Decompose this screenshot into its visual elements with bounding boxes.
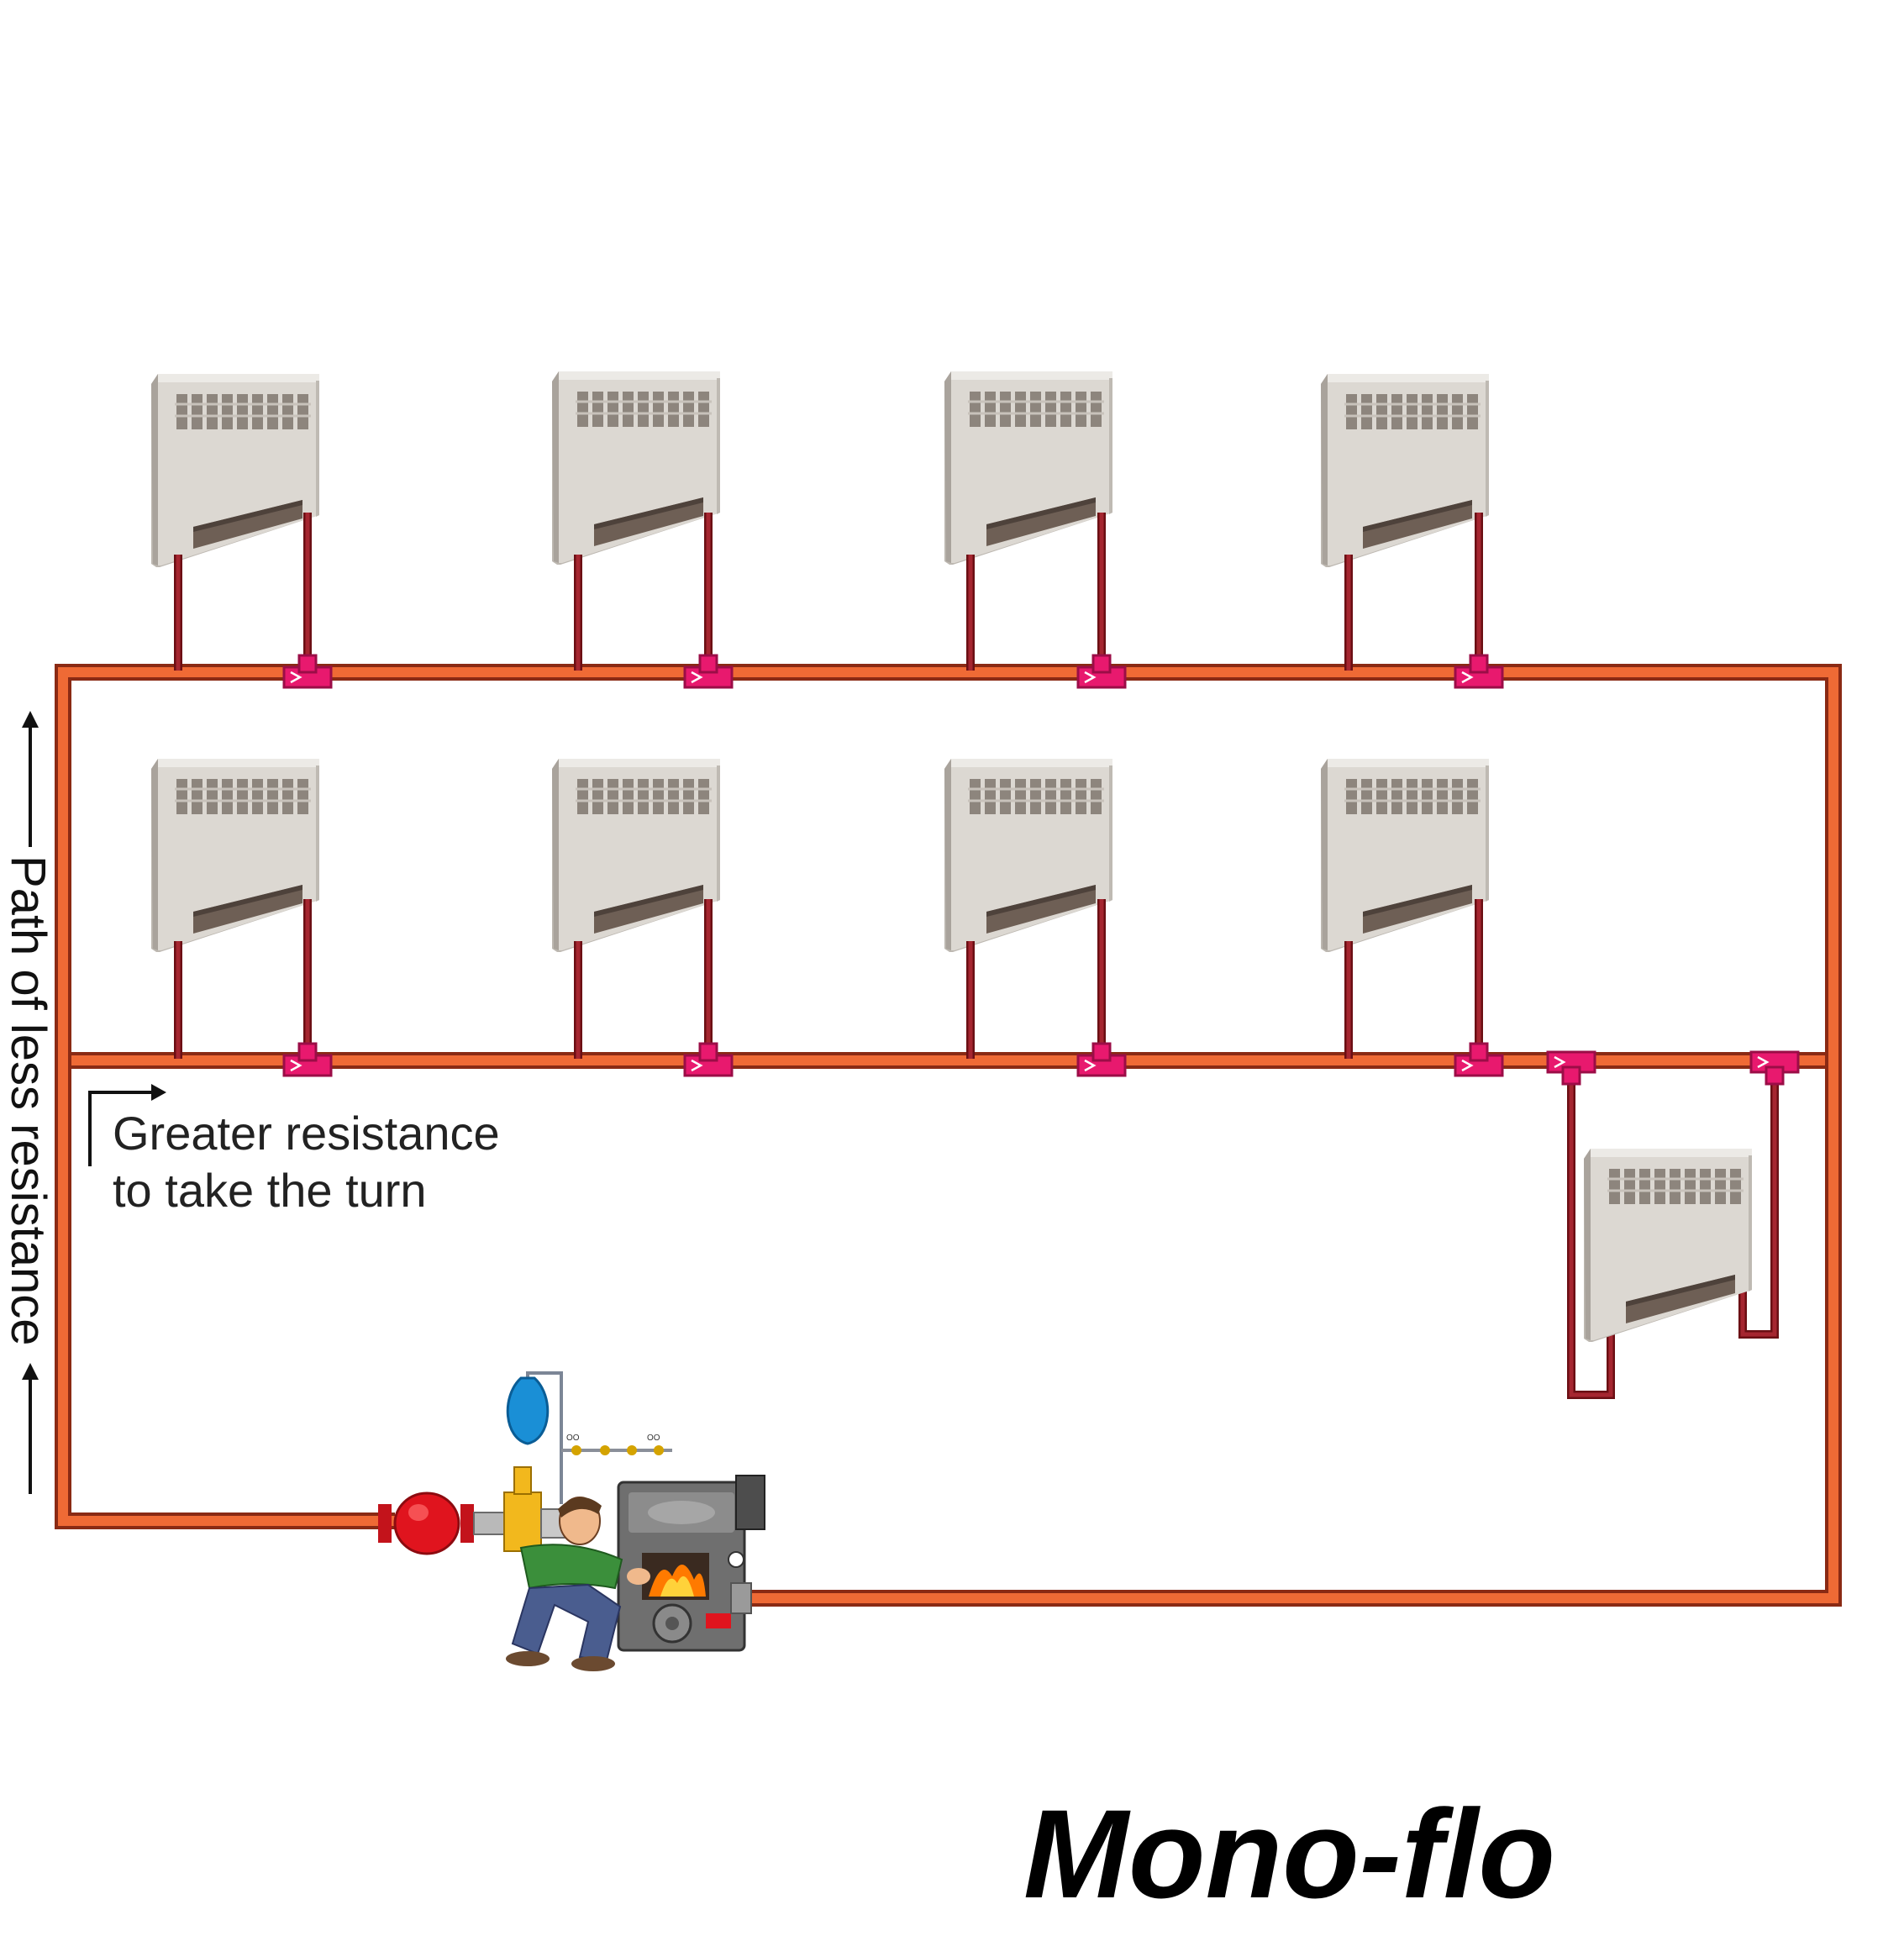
monoflo-tee <box>1749 1050 1800 1086</box>
monoflo-tee <box>1076 654 1127 689</box>
less-resistance-arrow-top <box>22 711 39 847</box>
svg-text:OO: OO <box>566 1434 580 1443</box>
monoflo-tee <box>282 654 333 689</box>
lower-radiator-1 <box>150 757 321 1059</box>
main-loop-pipe <box>55 664 1842 1607</box>
pressure-relief-piping: OO OO <box>561 1434 672 1455</box>
upper-radiator-2 <box>550 370 722 671</box>
upper-radiator-4 <box>1319 372 1491 671</box>
greater-resistance-line1: Greater resistance <box>113 1107 500 1160</box>
monoflo-tee <box>1454 654 1504 689</box>
upper-radiator-1 <box>150 372 321 671</box>
diagram-title: Mono-flo <box>1023 1783 1555 1924</box>
less-resistance-arrow-bottom <box>22 1363 39 1494</box>
expansion-tank-icon <box>506 1371 563 1504</box>
path-of-less-resistance-label: Path of less resistance <box>1 855 55 1346</box>
technician-icon <box>506 1497 650 1671</box>
lower-radiator-4 <box>1319 757 1491 1059</box>
svg-text:OO: OO <box>647 1434 660 1443</box>
monoflo-tee <box>683 1042 734 1077</box>
circulator-pump-icon <box>378 1491 474 1555</box>
lower-radiator-2 <box>550 757 722 1059</box>
greater-resistance-line2: to take the turn <box>113 1164 427 1217</box>
lower-radiator-3 <box>943 757 1114 1059</box>
monoflo-tee <box>1076 1042 1127 1077</box>
monoflo-tee <box>1454 1042 1504 1077</box>
boiler-feed-valve <box>473 1466 567 1552</box>
monoflo-tee <box>282 1042 333 1077</box>
monoflo-tee <box>1546 1050 1596 1086</box>
turn-arrow <box>88 1084 166 1166</box>
upper-radiator-3 <box>943 370 1114 671</box>
down-fed-radiator <box>1567 1074 1779 1399</box>
monoflo-tee <box>683 654 734 689</box>
boiler-icon <box>617 1475 765 1652</box>
